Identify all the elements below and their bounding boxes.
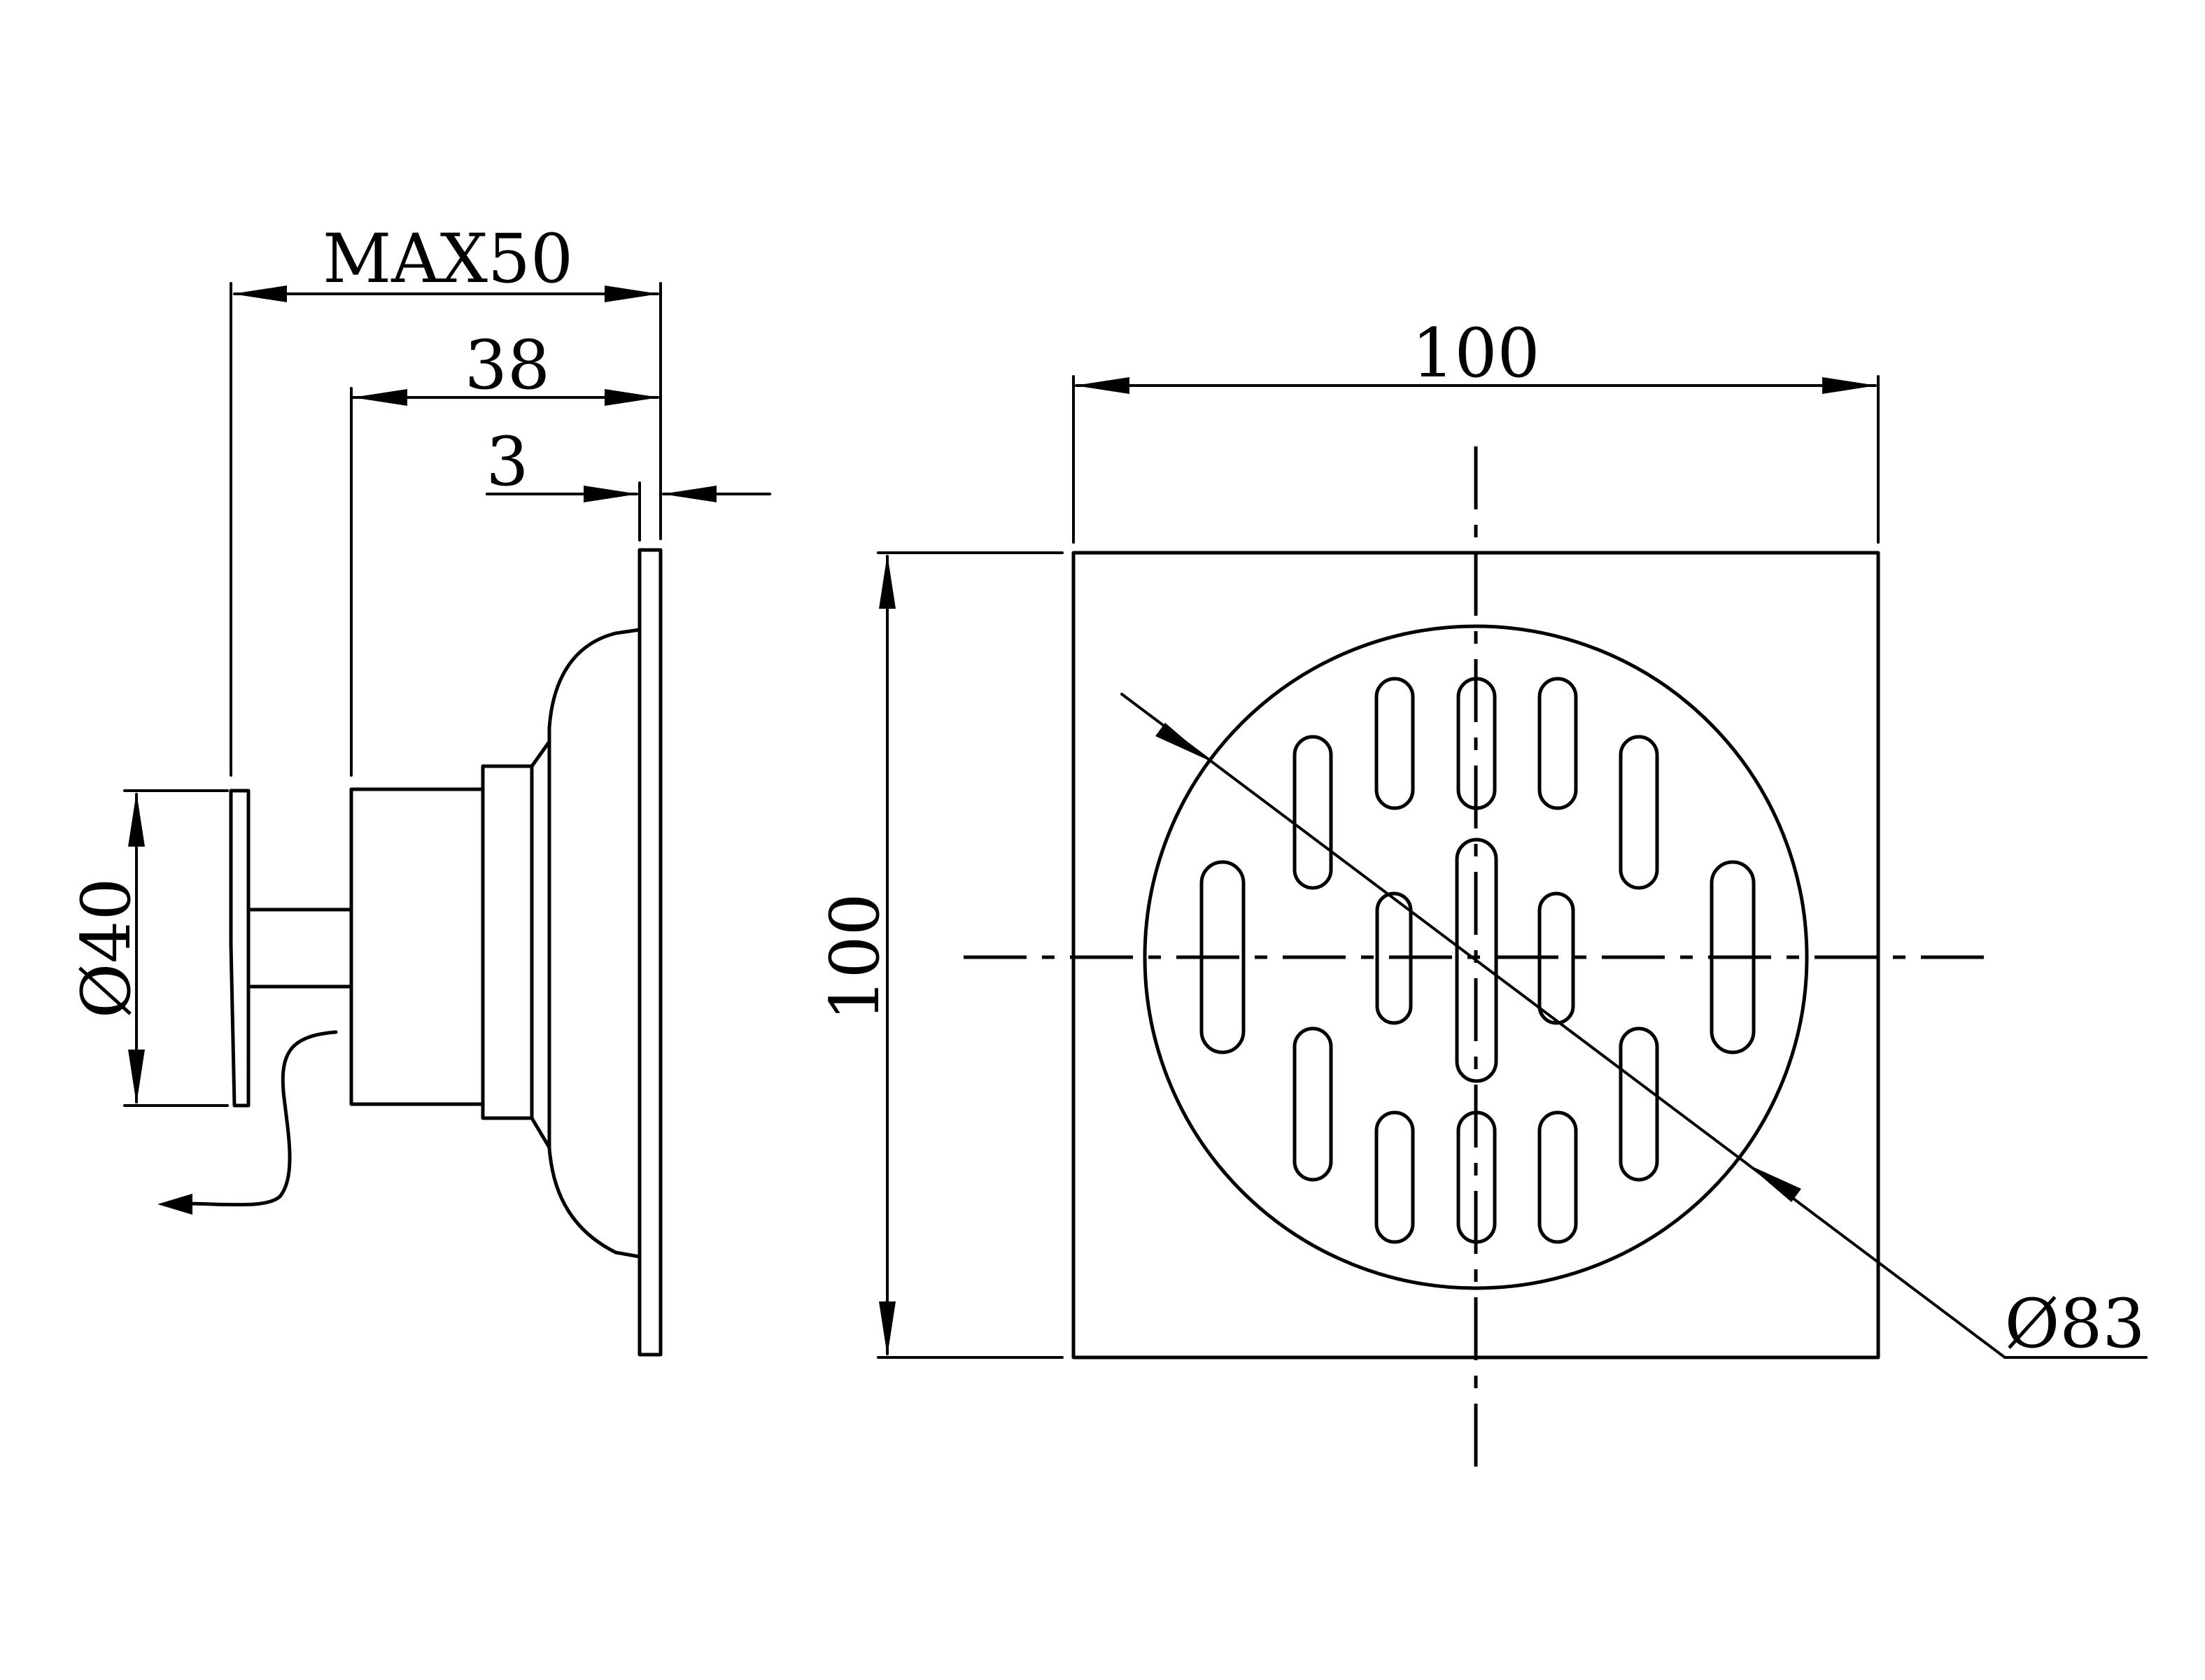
drain-body-block [349,787,485,1106]
flange-thickness-label: 3 [486,423,528,501]
body-depth-label: 38 [465,326,550,404]
water-flow-line [180,1030,338,1207]
side-view: MAX50 38 3 Ø40 [67,220,771,1357]
slot [1292,1026,1333,1182]
slot [1537,1110,1578,1244]
water-flow-arrowhead [157,1194,192,1215]
grate-circle [1143,624,1809,1290]
outlet-diameter-label: Ø40 [67,878,146,1019]
slot [1619,735,1659,890]
top-view: 100 100 Ø83 [816,314,2148,1469]
slot [1374,1110,1415,1244]
max-depth-label: MAX50 [323,220,573,298]
grate-diameter-label: Ø83 [2005,1285,2146,1363]
drain-collar [530,740,551,1150]
slot [1619,1026,1659,1182]
slot [1292,735,1333,890]
plate-height-label: 100 [816,893,894,1021]
slot [1455,838,1498,1083]
plate-width-label: 100 [1411,314,1540,393]
drain-dome [547,628,642,1259]
drain-stem [246,908,353,989]
step-ring [481,764,534,1120]
drain-cap [229,789,251,1108]
slot [1537,677,1578,810]
flange-plate [637,548,663,1357]
slot [1374,677,1415,810]
